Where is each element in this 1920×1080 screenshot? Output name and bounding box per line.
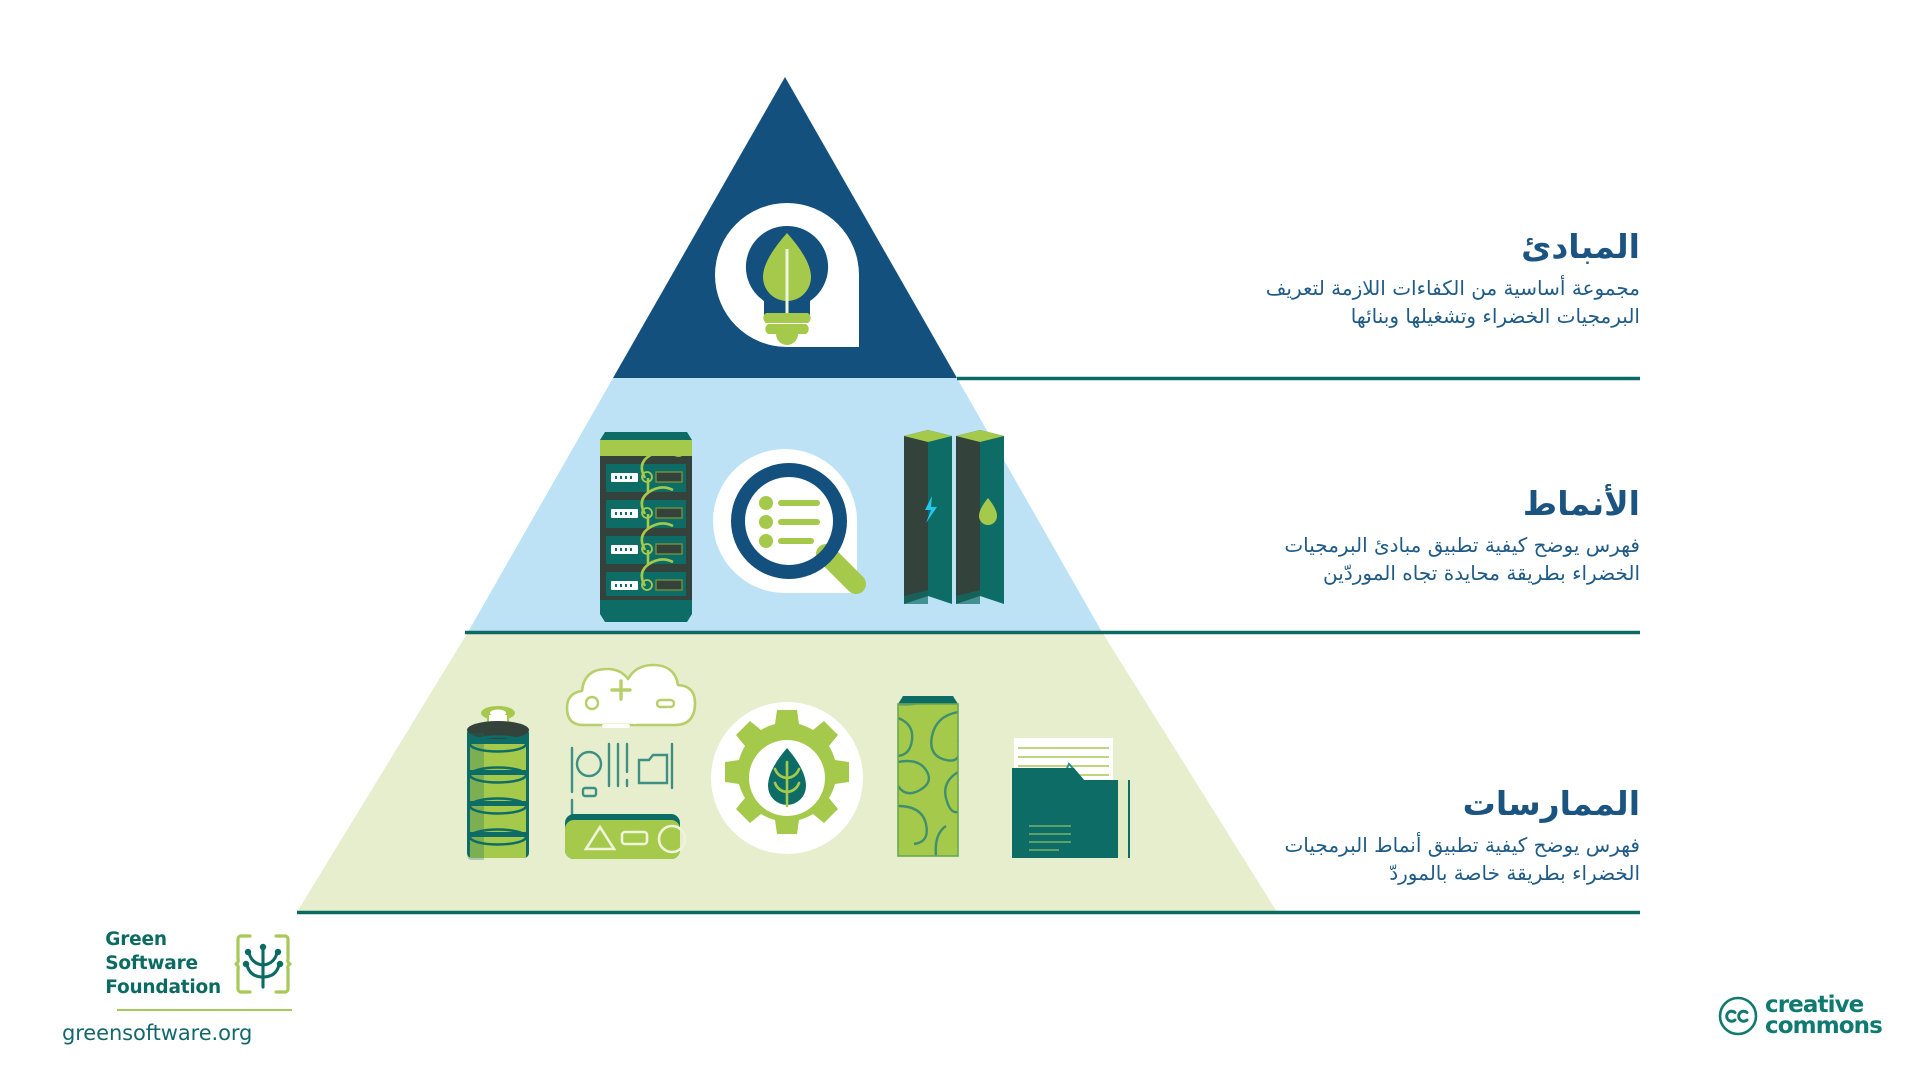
tier-description-practices: فهرس يوضح كيفية تطبيق أنماط البرمجيات ال… xyxy=(1284,832,1640,886)
battery-icon xyxy=(467,706,529,860)
gsf-bracket-tree-icon xyxy=(234,934,292,994)
tier-title-practices: الممارسات xyxy=(1462,784,1640,823)
tier-title-patterns: الأنماط xyxy=(1522,484,1640,523)
gsf-wordmark: Green Software Foundation xyxy=(105,928,221,1000)
tier-patterns xyxy=(468,378,1102,632)
gear-leaf-icon xyxy=(711,702,863,854)
tier-text-principles: المبادئ مجموعة أساسية من الكفاءات اللازم… xyxy=(1220,227,1640,331)
gsf-divider xyxy=(117,1009,292,1011)
gsf-logo[interactable]: Green Software Foundation greensoftware.… xyxy=(62,928,292,1053)
tier-text-patterns: الأنماط فهرس يوضح كيفية تطبيق مبادئ البر… xyxy=(1220,484,1640,588)
gsf-logo-row: Green Software Foundation xyxy=(62,928,292,1000)
cloud-hardware-icon xyxy=(565,663,697,859)
tier-text-practices: الممارسات فهرس يوضح كيفية تطبيق أنماط ال… xyxy=(1220,784,1640,888)
books-icon xyxy=(904,430,1004,604)
cc-wordmark-line2: commons xyxy=(1765,1013,1883,1040)
topography-icon xyxy=(897,696,959,857)
cc-wordmark: creative commons xyxy=(1765,992,1883,1040)
gsf-url-link[interactable]: greensoftware.org xyxy=(62,1021,253,1045)
tier-practices xyxy=(297,632,1277,912)
creative-commons-logo[interactable]: creative commons xyxy=(1718,992,1883,1040)
gsf-wordmark-line2: Software xyxy=(105,952,198,974)
lightbulb-leaf-icon xyxy=(715,203,859,347)
cc-circle-icon xyxy=(1718,997,1758,1036)
tier-description-principles: مجموعة أساسية من الكفاءات اللازمة لتعريف… xyxy=(1265,275,1640,329)
magnifier-list-icon xyxy=(713,449,866,594)
gsf-wordmark-line1: Green xyxy=(105,928,167,950)
gsf-wordmark-line3: Foundation xyxy=(105,977,221,999)
tier-description-patterns: فهرس يوضح كيفية تطبيق مبادئ البرمجيات ال… xyxy=(1284,532,1640,586)
folder-documents-icon xyxy=(1012,738,1130,858)
tier-principles xyxy=(613,77,957,378)
server-rack-icon xyxy=(600,432,692,622)
cc-wordmark-line1: creative xyxy=(1765,992,1864,1018)
tier-title-principles: المبادئ xyxy=(1521,227,1640,266)
